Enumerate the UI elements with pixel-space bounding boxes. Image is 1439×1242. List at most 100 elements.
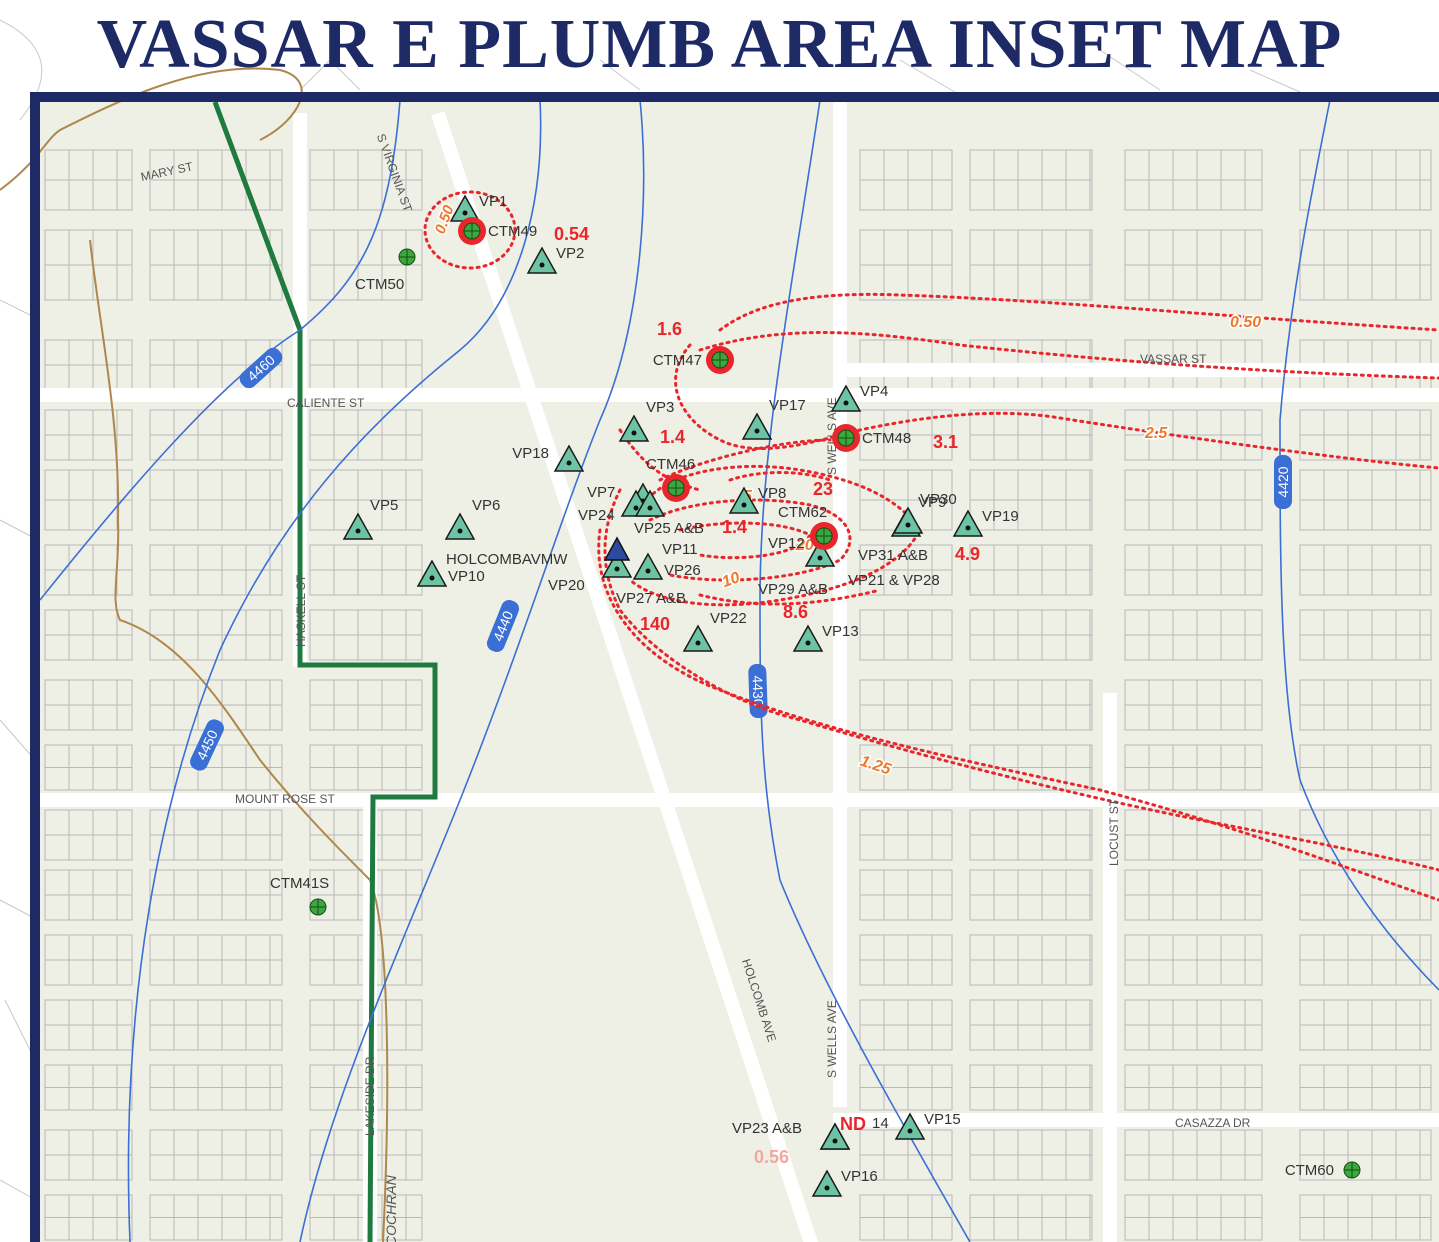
plume-contours (423, 190, 1439, 902)
contour-label-4440: 4440 (486, 600, 520, 652)
vapor-point-label: VP17 (769, 397, 806, 414)
vapor-point-label: VP11 (662, 541, 698, 558)
concentration-value: 8.6 (783, 602, 808, 622)
monitoring-well-label: CTM50 (355, 276, 404, 293)
monitoring-well-label: CTM47 (653, 352, 702, 369)
vapor-point-marker[interactable] (819, 1122, 851, 1150)
vapor-point-label: VP27 A&B (616, 590, 686, 607)
street-label: VASSAR ST (1140, 352, 1207, 366)
vapor-point-label: VP30 (920, 491, 957, 508)
vapor-point-label: VP22 (710, 610, 747, 627)
vapor-point-label: VP21 & VP28 (848, 572, 940, 589)
concentration-value: 4.9 (955, 544, 980, 564)
concentration-value: ND (840, 1114, 866, 1134)
vapor-point-label: VP26 (664, 562, 701, 579)
street-label: CASAZZA DR (1175, 1116, 1251, 1130)
concentration-value: 23 (813, 479, 833, 499)
vapor-point-marker[interactable] (892, 506, 924, 534)
monitoring-well-label: CTM48 (862, 430, 911, 447)
vapor-point-label: VP10 (448, 568, 485, 585)
vapor-point-label: VP25 A&B (634, 520, 704, 537)
contour-label-text: 4420 (1275, 466, 1291, 497)
vapor-point-label: VP29 A&B (758, 581, 828, 598)
monitoring-well-marker[interactable] (832, 424, 860, 452)
street-label: LOCUST ST (1107, 798, 1121, 866)
map-frame (30, 92, 1439, 1242)
map-land (38, 100, 1439, 1242)
vapor-point-label: VP12 (768, 535, 805, 552)
monitoring-well-label: CTM60 (1285, 1162, 1334, 1179)
vapor-point-marker[interactable] (811, 1169, 843, 1197)
concentration-value: 1.4 (660, 427, 685, 447)
concentration-value: 3.1 (933, 432, 958, 452)
vapor-point-label: VP31 A&B (858, 547, 928, 564)
street-label: COCHRAN (383, 1174, 399, 1242)
vapor-point-label: VP15 (924, 1111, 961, 1128)
vapor-point-marker[interactable] (682, 624, 714, 652)
monitoring-well-marker[interactable] (603, 536, 631, 561)
outer-streets (0, 19, 1301, 1201)
monitoring-well-marker[interactable] (1343, 1161, 1361, 1179)
vapor-point-label: VP6 (472, 497, 500, 514)
monitoring-well-label: CTM46 (646, 456, 695, 473)
contour-label-text: 4430 (749, 675, 766, 707)
vapor-point-marker[interactable] (830, 384, 862, 412)
vapor-point-marker[interactable] (741, 412, 773, 440)
vapor-point-marker[interactable] (952, 509, 984, 537)
monitoring-well-label: HOLCOMBAVMW (446, 551, 568, 568)
vapor-point-label: VP23 A&B (732, 1120, 802, 1137)
vapor-point-label: VP2 (556, 245, 584, 262)
monitoring-well-marker[interactable] (398, 248, 416, 266)
concentration-value: 0.54 (554, 224, 589, 244)
concentration-value: 1.4 (722, 517, 747, 537)
monitoring-well-label: CTM49 (488, 223, 537, 240)
vapor-point-marker[interactable] (416, 559, 448, 587)
monitoring-well-label: CTM41S (270, 875, 329, 892)
vapor-point-label: VP16 (841, 1168, 878, 1185)
concentration-value: 0.56 (754, 1147, 789, 1167)
street-label: MOUNT ROSE ST (235, 792, 335, 806)
vapor-point-label: VP9 (918, 494, 946, 511)
street-label: S WELLS AVE (825, 397, 839, 475)
vapor-point-marker[interactable] (601, 550, 633, 578)
groundwater-contours (39, 99, 1439, 1242)
vapor-point-label: VP1 (479, 193, 507, 210)
street-label: CALIENTE ST (287, 396, 365, 410)
map-title: VASSAR E PLUMB AREA INSET MAP (96, 6, 1343, 83)
vapor-point-marker[interactable] (618, 414, 650, 442)
contour-label-4420: 4420 (1274, 455, 1292, 509)
vapor-point-marker[interactable] (553, 444, 585, 472)
vapor-point-marker[interactable] (634, 489, 666, 517)
vapor-point-marker[interactable] (526, 246, 558, 274)
parcel-blocks (44, 149, 1432, 1241)
monitoring-well-label: CTM62 (778, 504, 827, 521)
roads (33, 93, 1439, 1242)
vapor-point-marker[interactable] (632, 552, 664, 580)
vapor-point-marker[interactable] (342, 512, 374, 540)
vapor-point-marker[interactable] (804, 539, 836, 567)
vapor-point-label: VP20 (548, 577, 585, 594)
plume-label: 2.5 (1144, 425, 1168, 442)
monitoring-well-marker[interactable] (662, 474, 690, 502)
monitoring-well-marker[interactable] (706, 346, 734, 374)
monitoring-well-marker[interactable] (309, 898, 327, 916)
vapor-point-marker[interactable] (894, 1112, 926, 1140)
vapor-point-label: 14 (872, 1115, 889, 1132)
street-label: S WELLS AVE (825, 1000, 839, 1078)
vapor-point-marker[interactable] (444, 512, 476, 540)
monitoring-well-marker[interactable] (810, 522, 838, 550)
monitoring-well-marker[interactable] (458, 217, 486, 245)
vapor-point-marker[interactable] (792, 624, 824, 652)
vapor-point-marker[interactable] (728, 486, 760, 514)
vapor-point-label: VP7 (587, 484, 615, 501)
vapor-point-label: VP13 (822, 623, 859, 640)
vapor-point-label: VP3 (646, 399, 674, 416)
vapor-point-label: VP8 (758, 485, 786, 502)
vapor-point-label: VP24 (578, 507, 615, 524)
plume-label: 20 (795, 537, 814, 554)
plume-label: 0.50 (1230, 314, 1261, 331)
vapor-point-label: VP4 (860, 383, 888, 400)
street-label: LAKESIDE DR (363, 1056, 377, 1136)
